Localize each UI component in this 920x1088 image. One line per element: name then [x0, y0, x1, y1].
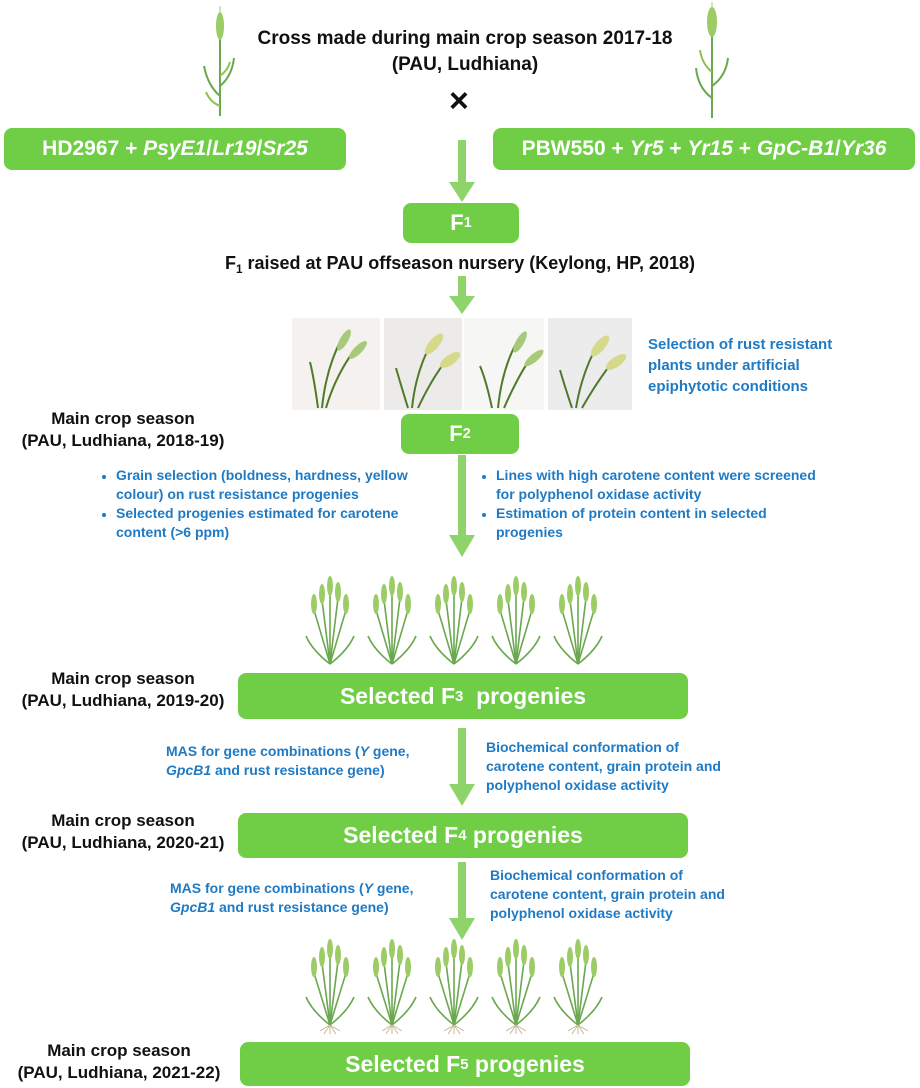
f2-label: F: [449, 421, 463, 446]
f1-label: F: [450, 210, 464, 235]
arrow-f1-to-f2: [449, 276, 475, 314]
f2-right-bullet-1: Lines with high carotene content were sc…: [496, 466, 818, 504]
cross-title-line2: (PAU, Ludhiana): [391, 54, 539, 75]
f2-left-bullets: Grain selection (boldness, hardness, yel…: [98, 466, 438, 542]
parent-left-sep-2: /: [256, 137, 263, 160]
f2-plant-photos: [292, 318, 632, 410]
f1-note-prefix: F: [224, 253, 236, 273]
parent-right-sep: /: [835, 137, 841, 160]
f1-note-sub: 1: [235, 263, 243, 277]
cross-title: Cross made during main crop season 2017-…: [230, 26, 700, 78]
biochem-note-2: Biochemical conformation of carotene con…: [490, 867, 725, 921]
parent-right-base: PBW550: [521, 137, 606, 160]
cross-symbol: ×: [449, 82, 469, 120]
season-f3-line1: Main crop season: [51, 669, 195, 688]
mas1-b: gene,: [369, 743, 410, 759]
f2-selection-note: Selection of rust resistant plants under…: [648, 336, 833, 395]
biochem-note-1: Biochemical conformation of carotene con…: [486, 739, 721, 793]
parent-right-plant-image: [695, 2, 729, 118]
f2-right-bullets: Lines with high carotene content were sc…: [478, 466, 818, 542]
season-f2-line1: Main crop season: [51, 409, 195, 428]
f5-sub: 5: [460, 1055, 469, 1073]
f5-post: progenies: [468, 1050, 585, 1077]
parent-right-plus-1: +: [605, 137, 630, 160]
f2-left-bullet-2: Selected progenies estimated for caroten…: [116, 504, 438, 542]
f3-post: progenies: [463, 682, 587, 709]
f3-pre: Selected F: [339, 682, 456, 709]
mas-note-1: MAS for gene combinations (Y gene,GpcB1 …: [166, 742, 416, 780]
f5-pre: Selected F: [345, 1050, 461, 1077]
parent-left-sep-1: /: [206, 137, 213, 160]
arrow-f4-to-f5: [449, 862, 475, 940]
season-f2: Main crop season (PAU, Ludhiana, 2018-19…: [8, 408, 238, 452]
season-f4: Main crop season (PAU, Ludhiana, 2020-21…: [8, 810, 238, 854]
mas2-a: MAS for gene combinations (: [170, 880, 364, 896]
parent-left-plus: +: [119, 137, 144, 160]
mas-note-2: MAS for gene combinations (Y gene,GpcB1 …: [170, 879, 420, 917]
season-f2-line2: (PAU, Ludhiana, 2018-19): [21, 431, 225, 450]
arrow-f2-to-f3: [449, 455, 475, 557]
f1-note: F1 raised at PAU offseason nursery (Keyl…: [150, 251, 770, 282]
f2-left-bullet-1: Grain selection (boldness, hardness, yel…: [116, 466, 438, 504]
parent-left-gene-1: PsyE1: [143, 137, 207, 160]
season-f5-line2: (PAU, Ludhiana, 2021-22): [17, 1063, 221, 1082]
season-f3-line2: (PAU, Ludhiana, 2019-20): [21, 691, 225, 710]
season-f5-line1: Main crop season: [47, 1041, 191, 1060]
parent-left-plant-image: [203, 6, 235, 116]
mas2-gpc: GpcB1: [170, 899, 216, 915]
parent-right-box: PBW550 + Yr5 + Yr15 + GpC-B1/Yr36: [493, 128, 915, 170]
parent-right-plus-3: +: [732, 137, 757, 160]
mas1-y: Y: [359, 743, 370, 759]
parent-right-gene-3: GpC-B1: [756, 137, 836, 160]
parent-left-base: HD2967: [42, 137, 120, 160]
mas2-c: and rust resistance gene): [215, 899, 389, 915]
parent-left-gene-3: Sr25: [262, 137, 308, 160]
arrow-f3-to-f4: [449, 728, 475, 806]
mas1-c: and rust resistance gene): [211, 762, 385, 778]
parent-left-gene-2: Lr19: [212, 137, 257, 160]
parent-right-gene-4: Yr36: [840, 137, 887, 160]
mas1-a: MAS for gene combinations (: [166, 743, 360, 759]
arrow-parents-to-f1: [449, 140, 475, 202]
parent-right-plus-2: +: [663, 137, 688, 160]
f4-sub: 4: [458, 827, 467, 844]
season-f4-line1: Main crop season: [51, 811, 195, 830]
parent-right-gene-2: Yr15: [687, 137, 733, 160]
f1-note-text: raised at PAU offseason nursery (Keylong…: [242, 253, 696, 273]
f1-sub: 1: [463, 215, 472, 231]
parent-right-gene-1: Yr5: [629, 137, 664, 160]
f2-sub: 2: [462, 426, 471, 442]
season-f5: Main crop season (PAU, Ludhiana, 2021-22…: [4, 1040, 234, 1084]
mas2-b: gene,: [373, 880, 414, 896]
mas1-gpc: GpcB1: [166, 762, 212, 778]
parent-left-box: HD2967 + PsyE1/Lr19/Sr25: [4, 128, 346, 170]
f3-sub: 3: [455, 687, 464, 705]
mas2-y: Y: [363, 880, 374, 896]
season-f3: Main crop season (PAU, Ludhiana, 2019-20…: [8, 668, 238, 712]
f2-right-bullet-2: Estimation of protein content in selecte…: [496, 504, 818, 542]
cross-title-line1: Cross made during main crop season 2017-…: [257, 28, 673, 49]
season-f4-line2: (PAU, Ludhiana, 2020-21): [21, 833, 225, 852]
f4-pre: Selected F: [343, 822, 459, 848]
f4-post: progenies: [466, 822, 583, 848]
f5-plant-row: [305, 938, 603, 1035]
f3-plant-row: [305, 575, 603, 665]
